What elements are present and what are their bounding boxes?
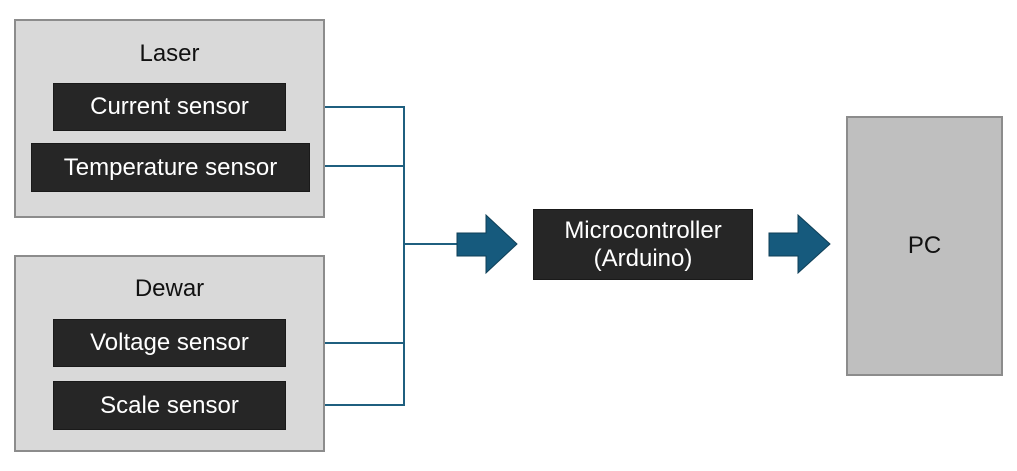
dewar-title: Dewar xyxy=(134,275,205,302)
voltage-sensor-label: Voltage sensor xyxy=(90,329,249,356)
arrow-to-pc xyxy=(768,213,831,275)
microcontroller-sublabel: (Arduino) xyxy=(593,244,693,272)
current-sensor-label: Current sensor xyxy=(90,93,249,120)
microcontroller-label: Microcontroller xyxy=(564,216,722,244)
laser-title: Laser xyxy=(139,40,200,67)
microcontroller-box: Microcontroller (Arduino) xyxy=(533,209,753,280)
scale-sensor-label: Scale sensor xyxy=(100,391,239,419)
pc-box: PC xyxy=(846,116,1003,376)
voltage-sensor-box: Voltage sensor xyxy=(53,319,286,367)
scale-sensor-box: Scale sensor xyxy=(53,381,286,430)
temperature-sensor-box: Temperature sensor xyxy=(31,143,310,192)
arrow-to-microcontroller xyxy=(456,213,518,275)
temperature-sensor-label: Temperature sensor xyxy=(63,153,278,181)
pc-label: PC xyxy=(907,232,942,259)
current-sensor-box: Current sensor xyxy=(53,83,286,131)
